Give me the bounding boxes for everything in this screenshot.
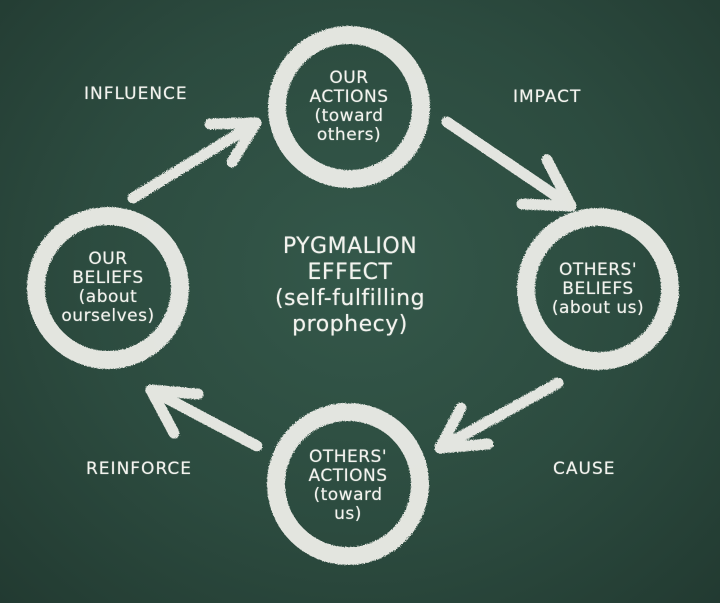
- node-our-beliefs-line: OUR: [88, 249, 128, 269]
- arrow-impact: [441, 116, 577, 212]
- center-title-line: prophecy): [292, 312, 408, 337]
- ring-our-beliefs: [27, 207, 189, 369]
- node-others-actions-line: us): [334, 504, 362, 524]
- node-our-actions-line: (toward: [314, 106, 384, 126]
- node-others-actions-line: OTHERS': [308, 447, 388, 467]
- node-others-actions-line: (toward: [313, 485, 383, 505]
- ring-others-actions: [267, 403, 429, 565]
- node-our-beliefs-line: (about: [78, 287, 138, 307]
- node-our-beliefs-line: BELIEFS: [72, 268, 144, 288]
- node-our-beliefs: OUR BELIEFS (about ourselves): [43, 244, 173, 332]
- node-our-beliefs-line: ourselves): [61, 306, 155, 326]
- edge-label-reinforce: REINFORCE: [86, 459, 193, 479]
- center-title-line: PYGMALION: [282, 234, 418, 259]
- ring-our-actions: [268, 26, 430, 188]
- center-title: PYGMALION EFFECT (self-fulfilling prophe…: [240, 234, 460, 338]
- node-others-beliefs: OTHERS' BELIEFS (about us): [533, 256, 663, 322]
- node-others-beliefs-line: BELIEFS: [562, 278, 634, 299]
- center-title-line: (self-fulfilling: [274, 286, 426, 311]
- node-others-beliefs-line: OTHERS': [558, 259, 638, 280]
- node-others-beliefs-line: (about us): [551, 297, 645, 318]
- edge-label-impact: IMPACT: [513, 87, 582, 107]
- arrow-reinforce: [145, 384, 263, 452]
- node-our-actions: OUR ACTIONS (toward others): [289, 62, 409, 152]
- arrow-cause: [434, 377, 564, 454]
- node-our-actions-line: OUR: [329, 68, 369, 88]
- center-title-line: EFFECT: [307, 260, 393, 285]
- arrow-influence: [127, 117, 262, 204]
- edge-label-cause: CAUSE: [553, 459, 616, 479]
- node-our-actions-line: others): [316, 125, 382, 145]
- ring-others-beliefs: [517, 208, 679, 370]
- node-others-actions-line: ACTIONS: [308, 466, 388, 486]
- node-our-actions-line: ACTIONS: [309, 87, 389, 107]
- node-others-actions: OTHERS' ACTIONS (toward us): [288, 444, 408, 528]
- edge-label-influence: INFLUENCE: [84, 84, 188, 104]
